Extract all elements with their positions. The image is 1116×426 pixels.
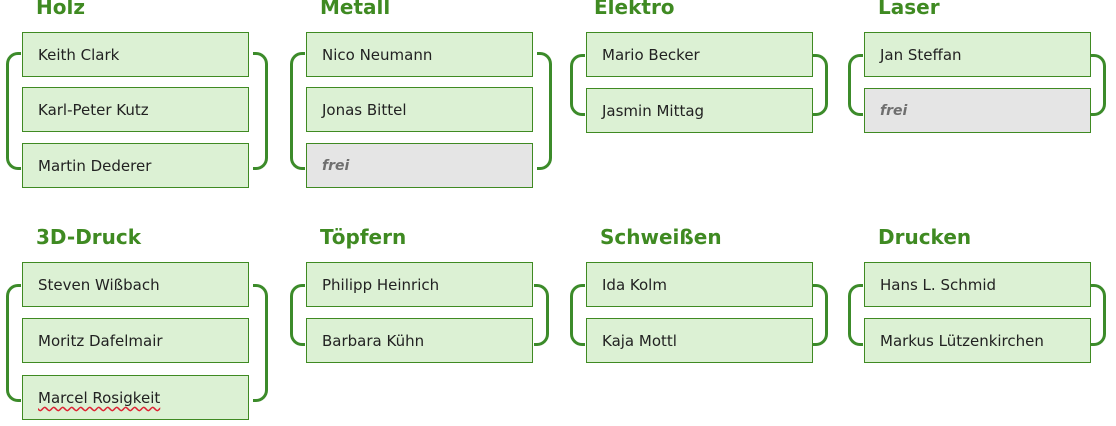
member-name: Jan Steffan [880,46,962,64]
member-name: Philipp Heinrich [322,276,440,294]
group-title: Elektro [594,0,675,19]
member-name: Steven Wißbach [38,276,160,294]
group-bracket-right [1091,284,1106,346]
member-card[interactable]: Ida Kolm [586,262,813,307]
group-bracket-left [570,54,585,116]
member-name: Karl-Peter Kutz [38,101,149,119]
group-bracket-left [290,52,305,170]
member-name: Markus Lützenkirchen [880,332,1044,350]
member-name: Ida Kolm [602,276,667,294]
member-name: Nico Neumann [322,46,433,64]
member-name: Jonas Bittel [322,101,407,119]
member-name: Hans L. Schmid [880,276,997,294]
member-name: Mario Becker [602,46,700,64]
member-card[interactable]: Steven Wißbach [22,262,249,307]
group-bracket-right [253,52,268,170]
member-name: Kaja Mottl [602,332,677,350]
free-slot-label: frei [880,103,908,119]
group-bracket-left [6,284,21,402]
member-card[interactable]: Keith Clark [22,32,249,77]
member-card[interactable]: Barbara Kühn [306,318,533,363]
group-title: Metall [320,0,391,19]
member-card[interactable]: Nico Neumann [306,32,533,77]
member-card[interactable]: Markus Lützenkirchen [864,318,1091,363]
member-card[interactable]: Marcel Rosigkeit [22,375,249,420]
group-title: Holz [36,0,85,19]
member-card[interactable]: Moritz Dafelmair [22,318,249,363]
group-bracket-left [848,54,863,116]
group-bracket-right [813,284,828,346]
group-title: Laser [878,0,940,19]
group-bracket-left [290,284,305,346]
member-card[interactable]: Philipp Heinrich [306,262,533,307]
member-card[interactable]: Jan Steffan [864,32,1091,77]
member-name: Jasmin Mittag [602,102,705,120]
group-bracket-right [537,52,552,170]
group-title: Schweißen [600,225,722,249]
member-card[interactable]: Karl-Peter Kutz [22,87,249,132]
member-card[interactable]: Mario Becker [586,32,813,77]
member-name: Martin Dederer [38,157,152,175]
group-title: Drucken [878,225,972,249]
member-name: Marcel Rosigkeit [38,389,161,407]
free-slot-card[interactable]: frei [306,143,533,188]
member-name: Barbara Kühn [322,332,425,350]
group-bracket-right [534,284,549,346]
group-bracket-left [6,52,21,170]
member-card[interactable]: Hans L. Schmid [864,262,1091,307]
member-card[interactable]: Jonas Bittel [306,87,533,132]
group-bracket-right [813,54,828,116]
member-card[interactable]: Martin Dederer [22,143,249,188]
group-bracket-left [570,284,585,346]
member-card[interactable]: Kaja Mottl [586,318,813,363]
free-slot-card[interactable]: frei [864,88,1091,133]
member-card[interactable]: Jasmin Mittag [586,88,813,133]
group-bracket-right [1091,54,1106,116]
group-title: 3D-Druck [36,225,142,249]
group-bracket-left [848,284,863,346]
group-bracket-right [253,284,268,402]
member-name: Keith Clark [38,46,120,64]
free-slot-label: frei [322,158,350,174]
member-name: Moritz Dafelmair [38,332,163,350]
group-title: Töpfern [320,225,407,249]
